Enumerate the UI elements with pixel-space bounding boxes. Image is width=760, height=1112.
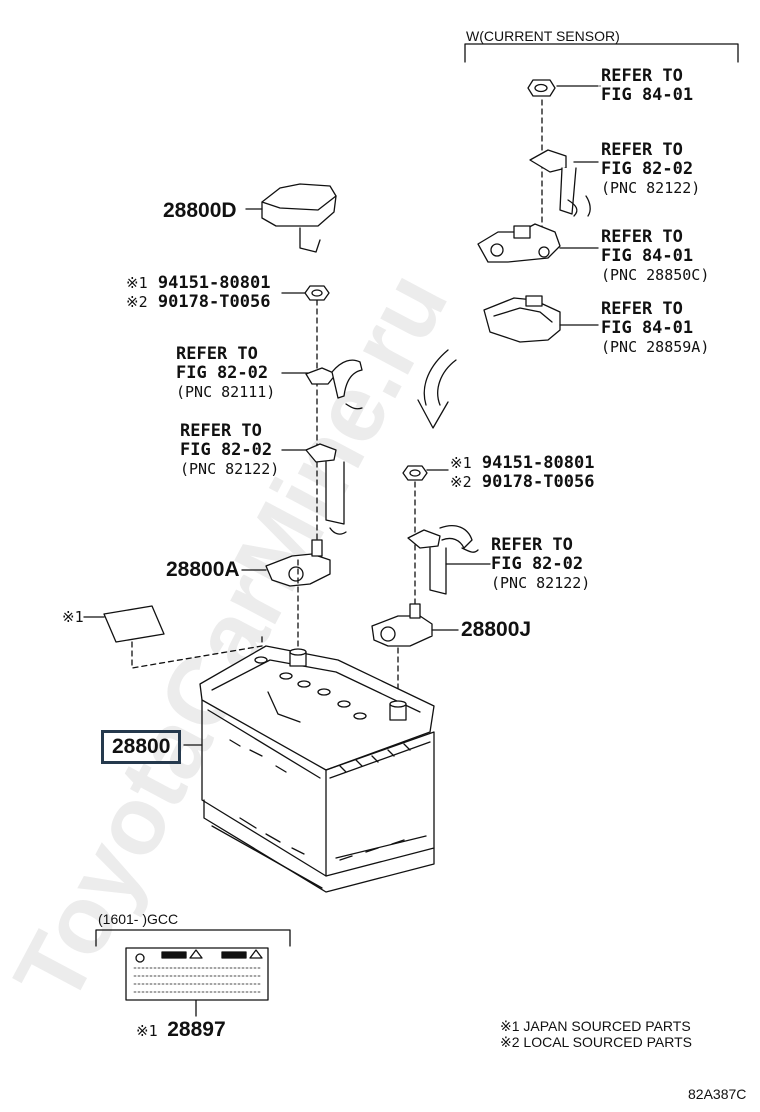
- refer-r5-line2: FIG 82-02: [176, 363, 269, 383]
- current-sensor-terminal: [477, 223, 599, 263]
- legend-local: ※2 LOCAL SOURCED PARTS: [500, 1034, 692, 1050]
- refer-r3-line2: FIG 84-01: [601, 246, 694, 266]
- refer-r1-line1: REFER TO: [601, 66, 683, 86]
- refer-r6-line2: FIG 82-02: [180, 440, 273, 460]
- gcc-label: (1601- )GCC: [98, 911, 179, 927]
- refer-r4-line1: REFER TO: [601, 299, 683, 319]
- mark-2-right: ※2: [450, 473, 472, 491]
- refer-r1: REFER TO FIG 84-01: [601, 67, 693, 105]
- install-arrow: [417, 349, 457, 429]
- current-sensor-cover: [483, 295, 599, 343]
- refer-r3-line1: REFER TO: [601, 227, 683, 247]
- sensor-cable-lug: [529, 149, 599, 217]
- nut-right-line1: 94151-80801: [481, 453, 595, 473]
- refer-r5-line1: REFER TO: [176, 344, 258, 364]
- refer-r2-line1: REFER TO: [601, 140, 683, 160]
- refer-r4: REFER TO FIG 84-01 (PNC 28859A): [601, 300, 709, 357]
- refer-r6-pnc: (PNC 82122): [180, 460, 280, 478]
- refer-r2: REFER TO FIG 82-02 (PNC 82122): [601, 141, 700, 198]
- left-nut: [281, 285, 330, 301]
- battery-28800: [183, 645, 435, 893]
- refer-r7-line1: REFER TO: [491, 535, 573, 555]
- part-28800A: 28800A: [166, 558, 240, 581]
- mark-1-28897: ※1: [136, 1022, 158, 1040]
- nut-left-line1: 94151-80801: [157, 273, 271, 293]
- nut-left-codes: ※1 94151-80801 ※2 90178-T0056: [126, 274, 270, 312]
- sticker-mark: ※1: [62, 608, 84, 626]
- part-28800D: 28800D: [163, 199, 237, 222]
- refer-r1-line2: FIG 84-01: [601, 85, 694, 105]
- figure-code: 82A387C: [688, 1086, 747, 1102]
- part-28800J: 28800J: [461, 618, 532, 641]
- refer-r7-line2: FIG 82-02: [491, 554, 584, 574]
- refer-r2-pnc: (PNC 82122): [601, 179, 701, 197]
- refer-r6: REFER TO FIG 82-02 (PNC 82122): [180, 422, 279, 479]
- part-28800-boxed: 28800: [101, 730, 182, 764]
- part-28897-row: ※1 28897: [136, 1018, 226, 1042]
- cable-lug-82111: [281, 359, 363, 410]
- part-28897: 28897: [167, 1018, 226, 1041]
- current-sensor-bracket: [464, 43, 739, 63]
- current-sensor-title: W(CURRENT SENSOR): [466, 28, 620, 44]
- mark-1-right: ※1: [450, 454, 472, 472]
- warning-sticker: [83, 559, 299, 669]
- mark-1: ※1: [126, 274, 148, 292]
- terminal-cover-28800D: [245, 183, 337, 253]
- gcc-bracket: [95, 929, 291, 1017]
- refer-r4-pnc: (PNC 28859A): [601, 338, 710, 356]
- refer-r3: REFER TO FIG 84-01 (PNC 28850C): [601, 228, 709, 285]
- refer-r5-pnc: (PNC 82111): [176, 383, 276, 401]
- refer-r2-line2: FIG 82-02: [601, 159, 694, 179]
- refer-r7: REFER TO FIG 82-02 (PNC 82122): [491, 536, 590, 593]
- legend: ※1 JAPAN SOURCED PARTS ※2 LOCAL SOURCED …: [500, 1018, 692, 1050]
- refer-r7-pnc: (PNC 82122): [491, 574, 591, 592]
- legend-japan: ※1 JAPAN SOURCED PARTS: [500, 1018, 691, 1034]
- refer-r5: REFER TO FIG 82-02 (PNC 82111): [176, 345, 275, 402]
- refer-r6-line1: REFER TO: [180, 421, 262, 441]
- nut-right-codes: ※1 94151-80801 ※2 90178-T0056: [450, 454, 594, 492]
- right-nut: [402, 465, 449, 613]
- sensor-nut: [527, 79, 599, 97]
- mark-2: ※2: [126, 293, 148, 311]
- refer-r3-pnc: (PNC 28850C): [601, 266, 710, 284]
- nut-right-line2: 90178-T0056: [481, 472, 595, 492]
- cable-82122-right: [407, 525, 491, 595]
- cable-82122-left: [281, 443, 347, 535]
- terminal-28800A: [241, 539, 331, 587]
- refer-r4-line2: FIG 84-01: [601, 318, 694, 338]
- nut-left-line2: 90178-T0056: [157, 292, 271, 312]
